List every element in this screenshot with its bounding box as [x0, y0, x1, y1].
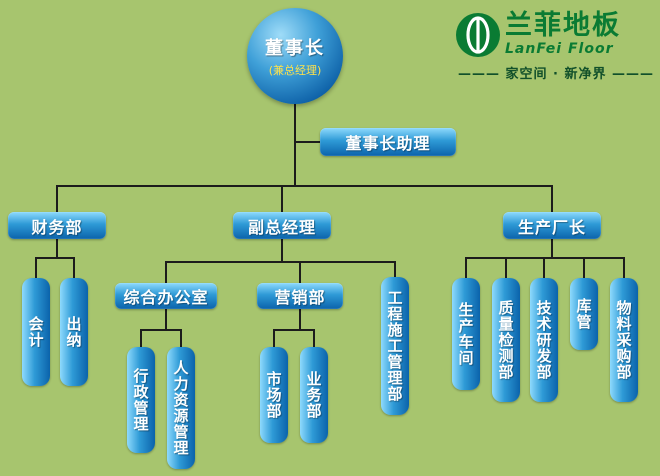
- connector-drop-tech: [543, 257, 545, 279]
- logo-tagline: ——— 家空间 · 新净界 ———: [457, 67, 655, 82]
- connector-deputy-horizontal: [165, 261, 396, 263]
- node-chairman: 董事长 (兼总经理): [247, 8, 343, 104]
- node-hr-mgmt: 人力资源管理: [167, 347, 195, 469]
- node-general-office: 综合办公室: [115, 283, 217, 309]
- node-deputy-gm: 副总经理: [233, 212, 331, 239]
- node-cashier: 出纳: [60, 278, 88, 386]
- node-engineering-construction-mgmt: 工程施工管理部: [381, 277, 409, 415]
- node-business-dept: 业务部: [300, 347, 328, 443]
- connector-drop-quality: [505, 257, 507, 279]
- connector-office-down: [165, 309, 167, 330]
- connector-office-horizontal: [140, 329, 182, 331]
- connector-finance-down: [56, 239, 58, 258]
- connector-drop-finance: [56, 185, 58, 213]
- node-warehouse-keeper: 库管: [570, 278, 598, 350]
- connector-marketing-down: [299, 309, 301, 330]
- logo-text: 兰菲地板 LanFei Floor: [505, 10, 621, 58]
- connector-deputy-down: [281, 239, 283, 262]
- connector-drop-admin: [140, 329, 142, 348]
- node-tech-rd: 技术研发部: [530, 278, 558, 402]
- node-production-director: 生产厂长: [503, 212, 601, 239]
- logo: 兰菲地板 LanFei Floor ——— 家空间 · 新净界 ———: [455, 10, 657, 82]
- connector-trunk: [294, 100, 296, 187]
- logo-name: 兰菲地板: [505, 10, 621, 41]
- lanfei-logo-icon: [455, 12, 501, 58]
- connector-drop-production: [551, 185, 553, 213]
- node-accountant: 会计: [22, 278, 50, 386]
- node-chairman-assistant: 董事长助理: [320, 128, 456, 156]
- connector-drop-marketing: [299, 261, 301, 284]
- connector-drop-accountant: [35, 257, 37, 279]
- connector-marketing-horizontal: [273, 329, 315, 331]
- chairman-title: 董事长: [265, 38, 325, 59]
- node-quality-inspection: 质量检测部: [492, 278, 520, 402]
- connector-drop-cashier: [73, 257, 75, 279]
- connector-drop-workshop: [465, 257, 467, 279]
- chairman-subtitle: (兼总经理): [268, 64, 322, 77]
- logo-subtitle: LanFei Floor: [505, 41, 614, 58]
- node-production-workshop: 生产车间: [452, 278, 480, 390]
- node-admin-mgmt: 行政管理: [127, 347, 155, 453]
- connector-drop-business: [313, 329, 315, 348]
- connector-drop-warehouse: [583, 257, 585, 279]
- node-marketing-dept: 营销部: [257, 283, 343, 309]
- node-material-purchasing: 物料采购部: [610, 278, 638, 402]
- connector-production-down: [551, 239, 553, 258]
- connector-main-horizontal: [56, 185, 553, 187]
- connector-drop-deputy: [281, 185, 283, 213]
- connector-drop-general-office: [165, 261, 167, 284]
- connector-drop-hr: [180, 329, 182, 348]
- node-market-dept: 市场部: [260, 347, 288, 443]
- connector-drop-market: [273, 329, 275, 348]
- connector-finance-horizontal: [35, 257, 75, 259]
- connector-assistant: [296, 141, 320, 143]
- connector-drop-engineering: [394, 261, 396, 278]
- connector-production-horizontal: [465, 257, 625, 259]
- connector-drop-material: [623, 257, 625, 279]
- node-finance-dept: 财务部: [8, 212, 106, 239]
